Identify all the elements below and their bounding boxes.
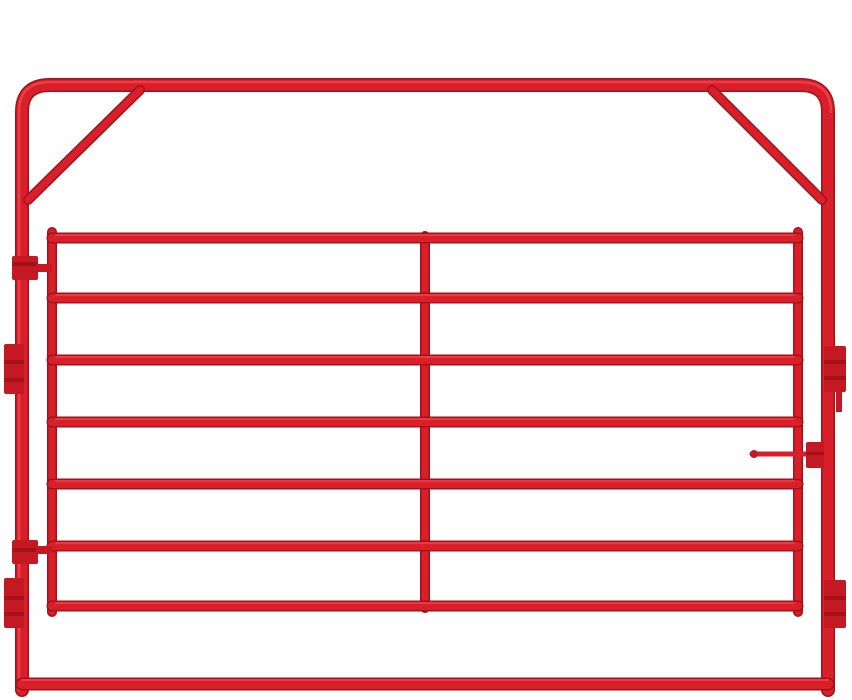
rail-3 (46, 354, 804, 366)
hinge-upper (12, 256, 52, 280)
rail-4 (46, 416, 804, 428)
rail-5 (46, 478, 804, 490)
hinge-lower (12, 540, 52, 564)
rails (46, 232, 804, 612)
clamp-lower (824, 580, 846, 628)
rail-1 (46, 232, 804, 244)
latch (749, 442, 824, 468)
outer-frame-tube-highlight (17, 80, 833, 692)
clamp-upper (824, 346, 846, 412)
outer-frame-tube (16, 79, 834, 696)
right-brace (708, 86, 826, 204)
hinge-mid (4, 344, 24, 394)
rail-2 (46, 292, 804, 304)
hinges (4, 256, 52, 628)
rail-6 (46, 540, 804, 552)
rail-7 (46, 600, 804, 612)
right-clamps (824, 346, 846, 628)
hinge-bottom (4, 578, 24, 628)
left-brace (24, 86, 144, 204)
outer-frame (15, 78, 835, 697)
inner-panel (46, 227, 804, 617)
